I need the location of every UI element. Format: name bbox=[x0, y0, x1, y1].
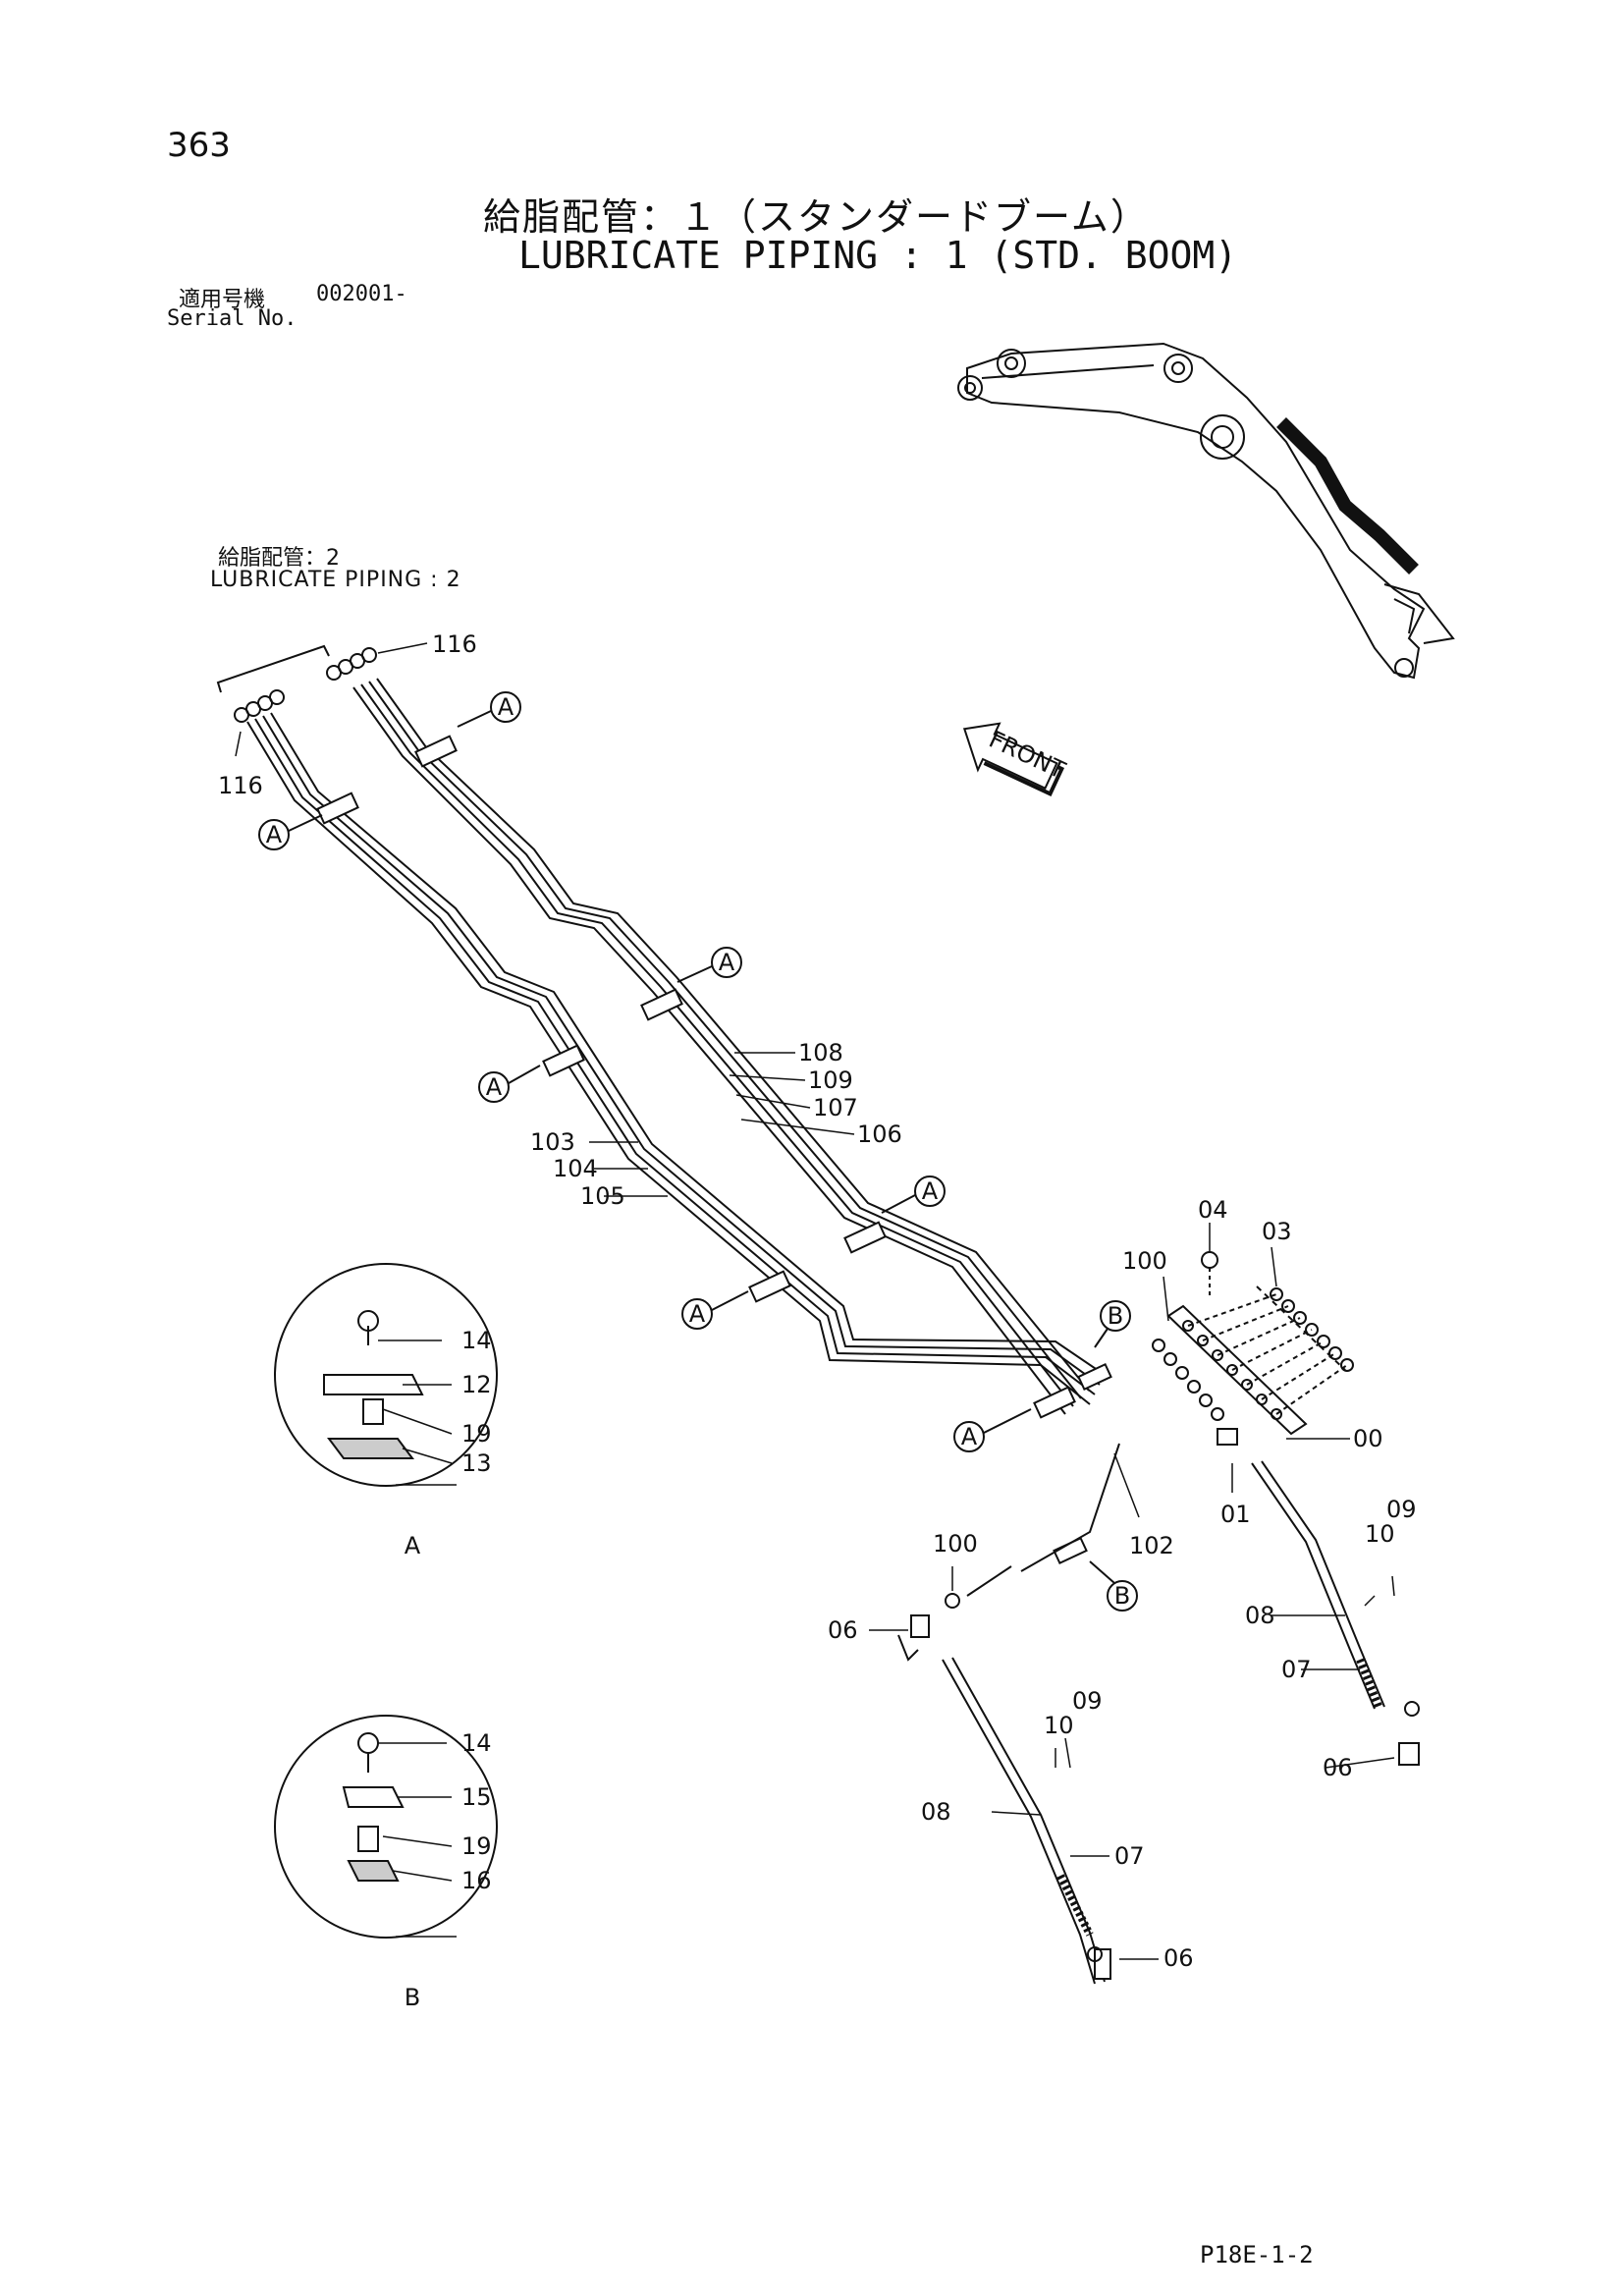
cross-reference-japanese: 給脂配管：2 bbox=[218, 546, 340, 571]
callout-01: 01 bbox=[1220, 1501, 1251, 1528]
pipe-bundle-left bbox=[246, 712, 1106, 1405]
leader-lines bbox=[235, 642, 1395, 1960]
callout-14-a: 14 bbox=[461, 1327, 492, 1354]
pipe-bundle-right bbox=[352, 678, 1090, 1415]
callout-08-right: 08 bbox=[1245, 1602, 1275, 1629]
callout-14-b: 14 bbox=[461, 1729, 492, 1757]
callout-100-upper: 100 bbox=[1122, 1247, 1167, 1275]
serial-value: 002001- bbox=[316, 282, 407, 306]
callout-10-right: 10 bbox=[1365, 1520, 1395, 1548]
callout-07-right: 07 bbox=[1281, 1656, 1312, 1683]
grease-nipples-03 bbox=[1187, 1285, 1354, 1415]
pipe-102 bbox=[1020, 1443, 1120, 1572]
sheet-code: P18E-1-2 bbox=[1200, 2241, 1314, 2269]
callout-10-left: 10 bbox=[1044, 1712, 1074, 1739]
callout-116-upper: 116 bbox=[432, 630, 477, 658]
callout-03: 03 bbox=[1262, 1218, 1292, 1245]
callout-09-left: 09 bbox=[1072, 1687, 1103, 1715]
callout-06-left: 06 bbox=[828, 1616, 858, 1644]
marker-a-7: A bbox=[961, 1423, 978, 1450]
page-number: 363 bbox=[167, 126, 231, 165]
front-label: FRONT bbox=[985, 726, 1069, 785]
group-brace bbox=[216, 644, 330, 693]
callout-103: 103 bbox=[530, 1128, 575, 1156]
detail-a bbox=[274, 1263, 498, 1487]
callout-08-left: 08 bbox=[921, 1798, 951, 1826]
marker-a-1: A bbox=[266, 821, 283, 848]
fitting-100-lower bbox=[945, 1593, 960, 1609]
callout-19-a: 19 bbox=[461, 1420, 492, 1448]
callout-102: 102 bbox=[1129, 1532, 1174, 1559]
hose-assembly-lower-right bbox=[1251, 1460, 1420, 1766]
serial-label-japanese: 適用号機 bbox=[179, 288, 266, 312]
marker-a-3: A bbox=[719, 949, 735, 976]
callout-100-lower: 100 bbox=[933, 1530, 978, 1558]
hose-assembly-lower-left bbox=[897, 1614, 1111, 1985]
marker-a-4: A bbox=[486, 1073, 503, 1101]
detail-b bbox=[274, 1715, 498, 1939]
callout-107: 107 bbox=[813, 1094, 858, 1121]
reference-markers bbox=[258, 691, 1138, 1612]
fitting-group-right bbox=[326, 647, 377, 681]
distributor-block bbox=[1166, 1251, 1308, 1436]
callout-00: 00 bbox=[1353, 1425, 1383, 1452]
marker-a-5: A bbox=[922, 1177, 939, 1205]
marker-a-2: A bbox=[498, 693, 514, 721]
fitting-group-left bbox=[234, 689, 285, 723]
marker-b-1: B bbox=[1108, 1302, 1123, 1330]
callout-13: 13 bbox=[461, 1449, 492, 1477]
pipe-clamps bbox=[316, 735, 1112, 1565]
marker-a-6: A bbox=[689, 1300, 706, 1328]
callout-19-b: 19 bbox=[461, 1832, 492, 1860]
callout-07-left: 07 bbox=[1114, 1842, 1145, 1870]
callout-106: 106 bbox=[857, 1121, 902, 1148]
detail-a-caption: A bbox=[405, 1532, 421, 1559]
callout-12: 12 bbox=[461, 1371, 492, 1398]
callout-06-right: 06 bbox=[1323, 1754, 1353, 1781]
title-english: LUBRICATE PIPING : 1 (STD. BOOM) bbox=[518, 234, 1238, 277]
callout-104: 104 bbox=[553, 1155, 598, 1182]
callout-06-bottom: 06 bbox=[1163, 1944, 1194, 1972]
fittings-100 bbox=[1152, 1339, 1238, 1446]
boom-illustration bbox=[957, 342, 1455, 680]
callout-15: 15 bbox=[461, 1783, 492, 1811]
detail-b-caption: B bbox=[405, 1984, 420, 2011]
callout-09-right: 09 bbox=[1386, 1496, 1417, 1523]
title-japanese: 給脂配管：１（スタンダードブーム） bbox=[483, 195, 1150, 239]
callout-108: 108 bbox=[798, 1039, 843, 1066]
callout-16: 16 bbox=[461, 1867, 492, 1894]
cross-reference-english: LUBRICATE PIPING : 2 bbox=[210, 568, 461, 592]
serial-label-english: Serial No. bbox=[167, 306, 298, 331]
marker-b-2: B bbox=[1114, 1582, 1130, 1610]
callout-04: 04 bbox=[1198, 1196, 1228, 1224]
pipe-102-end bbox=[966, 1565, 1012, 1597]
callout-105: 105 bbox=[580, 1182, 625, 1210]
front-arrow-icon bbox=[962, 722, 1065, 796]
callout-109: 109 bbox=[808, 1066, 853, 1094]
callout-116-lower: 116 bbox=[218, 772, 263, 799]
